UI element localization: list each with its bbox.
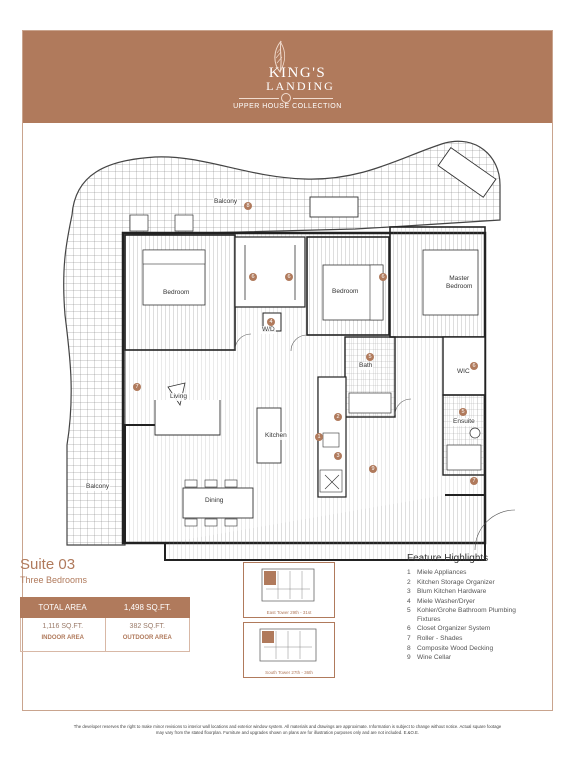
room-label-balcony: Balcony (213, 198, 239, 206)
feature-item: 4 Miele Washer/Dryer (407, 598, 537, 607)
brand-name-line2: LANDING (266, 79, 335, 93)
feature-item: 9 Wine Cellar (407, 654, 537, 663)
floorplan-sheet: KING'S LANDING UPPER HOUSE COLLECTION (22, 30, 553, 711)
room-label-balcony: Balcony (85, 483, 111, 491)
divider (239, 98, 279, 99)
feature-text: Kohler/Grohe Bathroom Plumbing Fixtures (417, 607, 516, 623)
room-label-living: Living (169, 393, 188, 401)
room-label-master-bedroom: Master Bedroom (445, 275, 474, 291)
room-label-bedroom: Bedroom (162, 289, 191, 297)
feature-marker: 7 (470, 477, 478, 485)
total-area-label: TOTAL AREA (38, 603, 87, 612)
feature-marker: 5 (366, 353, 374, 361)
indoor-area-label: INDOOR AREA (41, 635, 84, 641)
feature-marker: 8 (244, 202, 252, 210)
feature-marker: 1 (315, 433, 323, 441)
feature-number: 9 (407, 654, 411, 662)
feature-text: Kitchen Storage Organizer (417, 578, 495, 586)
feature-text: Closet Organizer System (417, 625, 491, 633)
room-label-wd: W/D (261, 326, 276, 334)
outdoor-area-value: 382 SQ.FT. (129, 623, 165, 630)
brand-name-line1: KING'S (268, 65, 327, 81)
feature-number: 4 (407, 597, 411, 605)
area-table: TOTAL AREA 1,498 SQ.FT. 1,116 SQ.FT. IND… (20, 597, 190, 652)
feature-number: 7 (407, 634, 411, 642)
feature-number: 6 (407, 625, 411, 633)
feature-highlights: Feature Highlights 1 Miele Appliances 2 Kit… (407, 553, 537, 664)
feature-marker: 6 (285, 273, 293, 281)
feature-number: 8 (407, 644, 411, 652)
feature-list: 1 Miele Appliances 2 Kitchen Storage Organi… (407, 569, 537, 663)
key-plan-caption: South Tower 27th - 36th (265, 670, 313, 675)
feature-item: 6 Closet Organizer System (407, 625, 537, 634)
feature-number: 5 (407, 607, 411, 615)
brand-header: KING'S LANDING UPPER HOUSE COLLECTION (23, 31, 552, 123)
key-plan-south-tower: South Tower 27th - 36th (243, 622, 335, 678)
floor-plan-drawing (63, 140, 516, 561)
key-plan-drawing (261, 568, 315, 602)
key-plan-drawing (259, 628, 317, 662)
area-table-row: 1,116 SQ.FT. INDOOR AREA 382 SQ.FT. OUTD… (20, 618, 190, 652)
feature-highlights-title: Feature Highlights (407, 553, 489, 564)
room-label-kitchen: Kitchen (264, 432, 288, 440)
area-table-header: TOTAL AREA 1,498 SQ.FT. (20, 597, 190, 618)
feature-number: 3 (407, 588, 411, 596)
indoor-area-cell: 1,116 SQ.FT. INDOOR AREA (21, 618, 105, 651)
room-label-dining: Dining (204, 497, 225, 505)
feature-marker: 3 (334, 452, 342, 460)
feature-number: 2 (407, 578, 411, 586)
feature-text: Composite Wood Decking (417, 644, 494, 652)
feature-item: 1 Miele Appliances (407, 569, 537, 578)
feature-item: 3 Blum Kitchen Hardware (407, 588, 537, 597)
feature-marker: 9 (369, 465, 377, 473)
feature-item: 7 Roller - Shades (407, 635, 537, 644)
monogram-icon (281, 93, 291, 103)
feature-text: Wine Cellar (417, 654, 452, 662)
feature-marker: 4 (267, 318, 275, 326)
feature-marker: 6 (470, 362, 478, 370)
feature-text: Blum Kitchen Hardware (417, 588, 487, 596)
disclaimer: The developer reserves the right to make… (73, 724, 502, 736)
outdoor-area-cell: 382 SQ.FT. OUTDOOR AREA (104, 618, 190, 651)
indoor-area-value: 1,116 SQ.FT. (42, 623, 84, 630)
room-label-bedroom: Bedroom (331, 288, 360, 296)
suite-title: Suite 03 (20, 556, 76, 573)
feature-text: Miele Appliances (417, 569, 467, 576)
room-label-ensuite: Ensuite (452, 418, 476, 426)
collection-name: UPPER HOUSE COLLECTION (233, 103, 342, 110)
feature-marker: 6 (249, 273, 257, 281)
feature-item: 2 Kitchen Storage Organizer (407, 579, 537, 588)
feature-text: Roller - Shades (417, 634, 463, 642)
feature-marker: 7 (133, 383, 141, 391)
feature-number: 1 (407, 569, 411, 576)
key-plan-east-tower: East Tower 29th - 31st (243, 562, 335, 618)
room-label-bath: Bath (358, 362, 374, 370)
feature-item: 8 Composite Wood Decking (407, 645, 537, 654)
feature-item: 5 Kohler/Grohe Bathroom Plumbing Fixtures (407, 607, 537, 624)
divider (293, 98, 333, 99)
suite-subtitle: Three Bedrooms (20, 575, 88, 585)
floor-plan: Balcony Bedroom W/D Bedroom Master Bedro… (45, 115, 516, 575)
leaf-logo-icon (274, 40, 286, 73)
outdoor-area-label: OUTDOOR AREA (122, 635, 172, 641)
feature-marker: 5 (459, 408, 467, 416)
total-area-value: 1,498 SQ.FT. (123, 603, 172, 612)
key-plan-caption: East Tower 29th - 31st (266, 610, 312, 615)
feature-marker: 6 (379, 273, 387, 281)
room-label-wic: WIC (456, 368, 471, 376)
feature-marker: 2 (334, 413, 342, 421)
feature-text: Miele Washer/Dryer (417, 597, 476, 605)
